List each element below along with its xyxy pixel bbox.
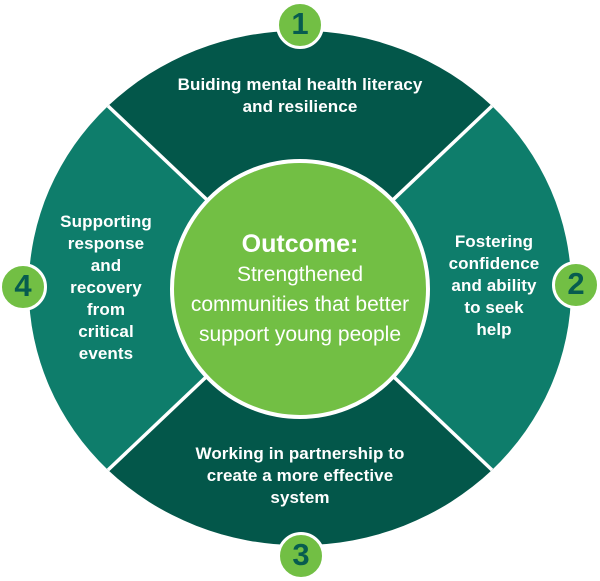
outcome-heading: Outcome: [241, 230, 359, 258]
segment-4-label: Supporting response and recovery from cr… [60, 212, 152, 363]
segment-4-number-badge: 4 [0, 263, 47, 311]
segment-1-number: 1 [291, 6, 309, 41]
segment-4-number: 4 [14, 268, 32, 303]
segment-3-number-badge: 3 [277, 532, 325, 580]
segment-1-label: Buiding mental health literacy and resil… [177, 75, 423, 116]
segment-2-wedge [300, 106, 572, 470]
segment-4-wedge [28, 106, 300, 470]
outcome-circle [170, 159, 430, 419]
outcome-body: Strengthened communities that better sup… [190, 263, 410, 346]
segment-2-label: Fostering confidence and ability to seek… [448, 232, 540, 339]
segment-2-number-badge: 2 [552, 261, 600, 309]
segment-1-number-badge: 1 [276, 1, 324, 49]
outcome-text-block: Outcome: Strengthened communities that b… [175, 228, 425, 350]
segment-3-label: Working in partnership to create a more … [195, 444, 405, 507]
segment-2-number: 2 [567, 266, 585, 301]
segment-3-number: 3 [292, 537, 310, 572]
